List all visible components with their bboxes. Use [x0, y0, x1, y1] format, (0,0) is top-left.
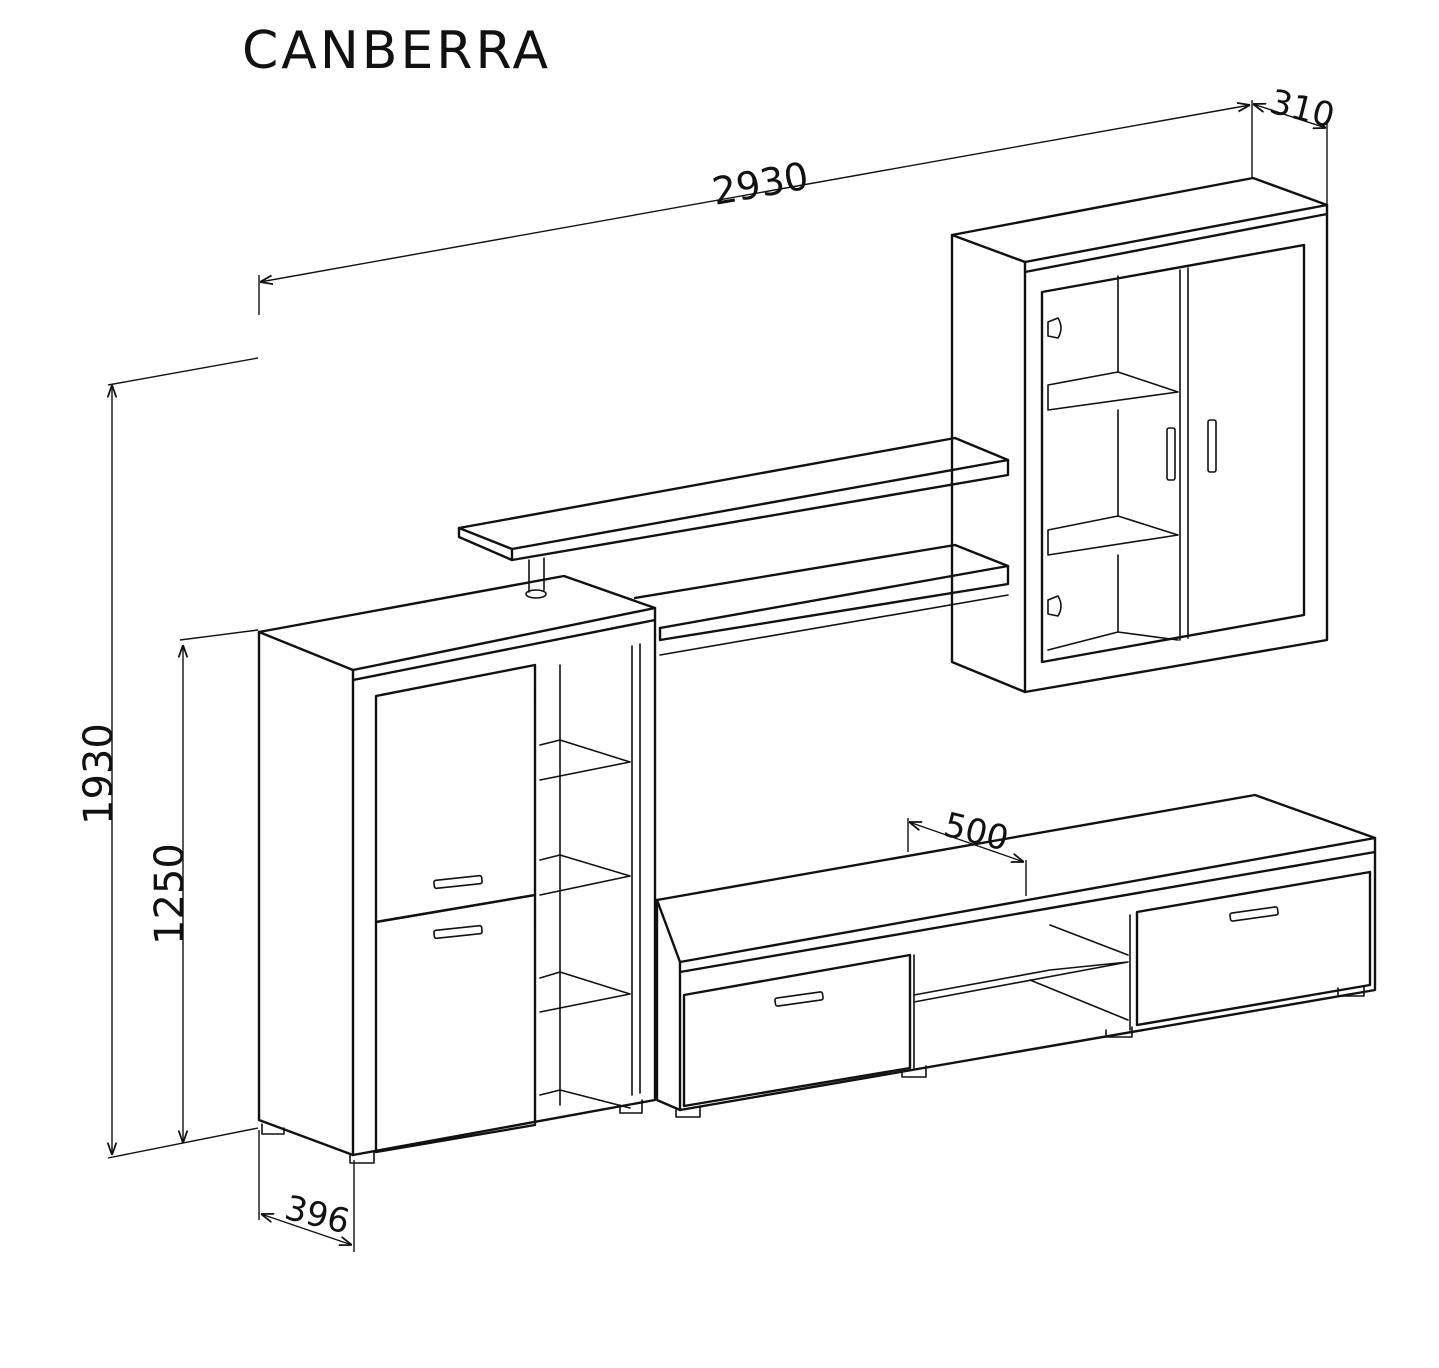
width-label: 2930 — [709, 154, 812, 214]
tv-unit-depth-dimension: 500 — [908, 805, 1027, 896]
wall-cabinet-depth-dimension: 310 — [1253, 82, 1338, 205]
cabinet-height-label: 1250 — [147, 843, 193, 945]
floating-shelves — [457, 436, 1010, 656]
tv-depth-label: 500 — [940, 805, 1013, 860]
cabinet-height-dimension: 1250 — [147, 629, 259, 1143]
cabinet-depth-dimension: 396 — [258, 1130, 355, 1252]
height-label: 1930 — [76, 723, 122, 825]
tall-cabinet — [257, 574, 657, 1164]
product-title: CANBERRA — [242, 21, 551, 81]
wall-display-cabinet — [950, 176, 1329, 694]
wall-depth-label: 310 — [1266, 82, 1339, 137]
height-dimension: 1930 — [76, 357, 259, 1159]
tv-unit — [655, 793, 1377, 1118]
cabinet-depth-label: 396 — [281, 1188, 354, 1243]
